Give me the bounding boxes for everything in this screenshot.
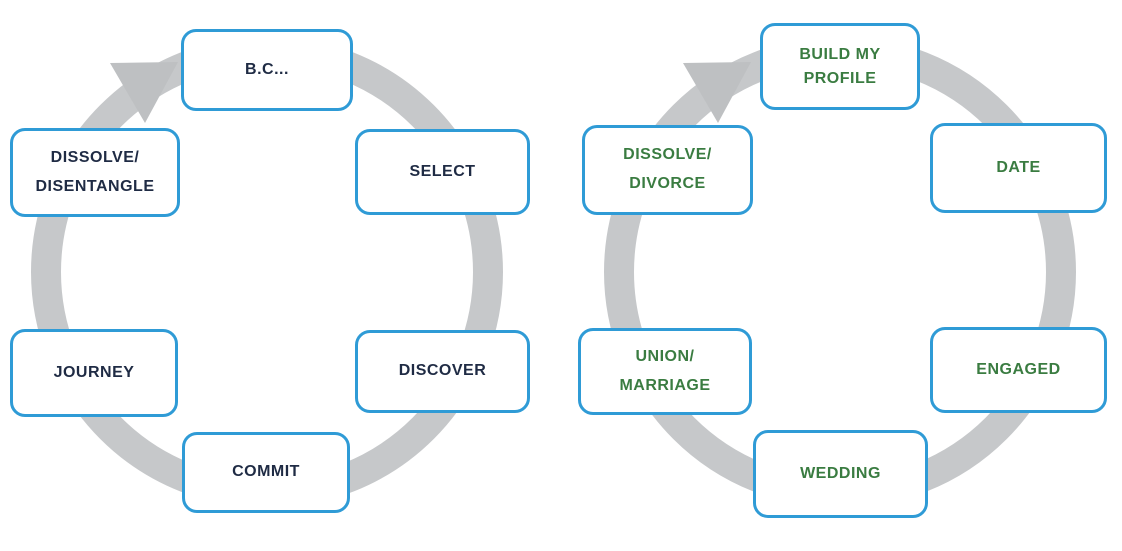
stage-box-bc: B.C... — [181, 29, 353, 111]
cycle-ring-circle — [604, 36, 1076, 508]
stage-box-journey: JOURNEY — [10, 329, 178, 417]
stage-box-dissolve-divorce: DISSOLVE/ DIVORCE — [582, 125, 753, 215]
cycle-ring-circle — [31, 36, 503, 508]
bc-cycle-diagram: B.C... SELECT DISCOVER COMMIT JOURNEY DI… — [10, 29, 530, 513]
stage-box-wedding: WEDDING — [753, 430, 928, 518]
stage-box-engaged: ENGAGED — [930, 327, 1107, 413]
stage-box-union-marriage: UNION/ MARRIAGE — [578, 328, 752, 415]
stage-box-commit: COMMIT — [182, 432, 350, 513]
stage-box-select: SELECT — [355, 129, 530, 215]
stage-box-date: DATE — [930, 123, 1107, 213]
relationship-cycle-diagram: BUILD MY PROFILE DATE ENGAGED WEDDING UN… — [561, 0, 1122, 551]
stage-box-build-my-profile: BUILD MY PROFILE — [760, 23, 920, 110]
stage-box-discover: DISCOVER — [355, 330, 530, 413]
stage-box-dissolve-disentangle: DISSOLVE/ DISENTANGLE — [10, 128, 180, 217]
cycle-arrowhead-icon — [683, 62, 751, 123]
cycle-arrowhead-icon — [110, 62, 178, 123]
